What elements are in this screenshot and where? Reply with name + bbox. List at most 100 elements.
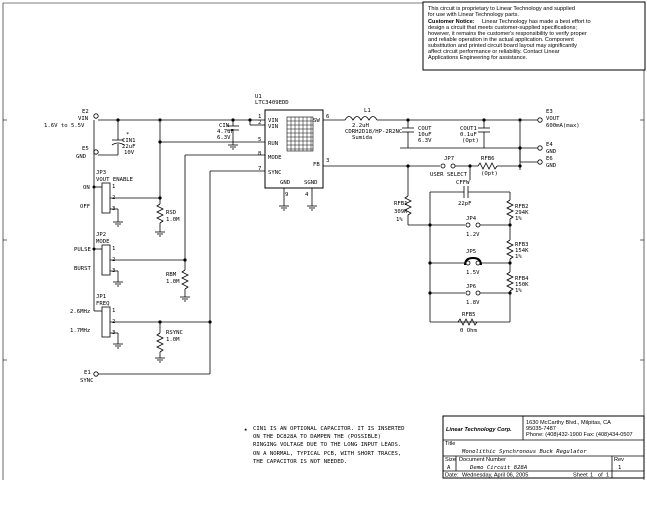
ic-u1: U1 LTC3409EDD VIN VIN RUN MODE SYNC SW F…	[255, 94, 329, 211]
company-addr-3: Phone: (408)432-1900 Fax: (408)434-0507	[526, 432, 633, 438]
rfb1-tol: 1%	[396, 217, 403, 223]
jp4-ref: JP4	[466, 216, 477, 222]
rfb5-ref: RFB5	[462, 312, 475, 318]
rfb4-tol: 1%	[515, 288, 522, 294]
jp2-title: MODE	[96, 239, 110, 245]
ic-ref: U1	[255, 94, 262, 100]
pin-num-9: 9	[285, 192, 288, 198]
sheet-label: Sheet	[573, 473, 588, 479]
pin-sync: SYNC	[268, 170, 281, 176]
cout1-capacitor: COUT1 0.1uF (Opt)	[460, 120, 490, 148]
rev-label: Rev	[614, 457, 624, 463]
rfb3-tol: 1%	[515, 254, 522, 260]
cin-value: 4.7uF	[217, 129, 234, 135]
cffw-ref: CFFW	[456, 180, 470, 186]
l1-part: CDRH2D18/HP-2R2NC	[345, 129, 402, 135]
output-port: E3 VOUT 600mA(max) E4 GND E6 GND	[537, 109, 580, 169]
cin1-capacitor: * CIN1 22uF 10V	[111, 120, 136, 156]
doc-label: Document Number	[459, 457, 506, 463]
notice-line-3: Linear Technology has made a best effort…	[482, 19, 591, 25]
cin1-value: 22uF	[122, 144, 136, 150]
date-value: Wednesday, April 06, 2005	[462, 473, 528, 479]
label-e4: E4	[546, 142, 553, 148]
notice-line-8: affect circuit performance or reliabilit…	[428, 49, 560, 55]
label-vout: VOUT	[546, 116, 560, 122]
pin-vin-a: VIN	[268, 118, 278, 124]
rbm-resistor: RBM 1.0M	[166, 269, 189, 290]
cin1-star: *	[126, 132, 129, 138]
company-name: Linear Technology Corp.	[446, 427, 512, 433]
doc-number: Demo Circuit 828A	[469, 465, 527, 471]
rsync-ref: RSYNC	[166, 330, 183, 336]
rfb6-ref: RFB6	[481, 156, 494, 162]
rsync-resistor: RSYNC 1.0M	[156, 330, 183, 353]
jp2-opt2: BURST	[74, 266, 91, 272]
l1-value: 2.2uH	[352, 123, 369, 129]
rfb2-ref: RFB2	[515, 204, 528, 210]
jp5-jumper: JP5 1.5V	[430, 249, 510, 276]
jp3-title: VOUT ENABLE	[96, 177, 134, 183]
sheet-value: 1	[590, 473, 593, 479]
jp6-value: 1.8V	[466, 300, 480, 306]
notice-line-2: for use with Linear Technology parts.	[428, 12, 519, 18]
note-line-1: CIN1 IS AN OPTIONAL CAPACITOR. IT IS INS…	[253, 426, 405, 432]
pin-vin-b: VIN	[268, 124, 278, 130]
jp1-opt2: 1.7MHz	[70, 328, 90, 334]
jp4-value: 1.2V	[466, 232, 480, 238]
rfb4-ref: RFB4	[515, 276, 529, 282]
jp2-jumper: JP2 MODE 1 2 3 PULSE BURST	[74, 187, 185, 287]
rfb4-resistor: RFB4 150K 1%	[506, 271, 529, 294]
label-e6: E6	[546, 156, 553, 162]
jp3-opt2: OFF	[80, 204, 91, 210]
jp3-opt1: ON	[83, 185, 90, 191]
rfb4-value: 150K	[515, 282, 529, 288]
label-e5: E5	[82, 146, 89, 152]
label-sync: SYNC	[80, 378, 93, 384]
rsd-value: 1.0M	[166, 217, 180, 223]
rfb6-value: (Opt)	[481, 171, 498, 177]
label-gnd-e6: GND	[546, 163, 557, 169]
jp6-jumper: JP6 1.8V	[430, 284, 510, 306]
cout1-ref: COUT1	[460, 126, 477, 132]
pin-run: RUN	[268, 141, 278, 147]
jp6-ref: JP6	[466, 284, 476, 290]
cout1-value: 0.1uF	[460, 132, 477, 138]
label-e1: E1	[84, 370, 91, 376]
notice-line-4: design a circuit that meets customer-sup…	[428, 25, 577, 31]
date-label: Date:	[445, 473, 459, 479]
notice-line-9: Applications Engineering for assistance.	[428, 55, 528, 61]
rev-value: 1	[618, 465, 621, 471]
note-line-4: ON A NORMAL, TYPICAL PCB, WITH SHORT TRA…	[253, 451, 401, 457]
jp2-opt1: PULSE	[74, 247, 91, 253]
note-line-5: THE CAPACITOR IS NOT NEEDED.	[253, 459, 347, 465]
rfb1-resistor: RFB1 309K 1%	[394, 195, 412, 223]
pin-num-4: 4	[305, 192, 309, 198]
l1-maker: Sumida	[352, 135, 372, 141]
l1-ref: L1	[364, 108, 371, 114]
label-e2: E2	[82, 109, 89, 115]
jp5-value: 1.5V	[466, 270, 480, 276]
drawing-title: Monolithic Synchronous Buck Regulator	[461, 449, 587, 455]
rbm-ref: RBM	[166, 272, 177, 278]
note-star: ★	[244, 427, 248, 433]
of-value: 1	[606, 473, 609, 479]
label-gnd-in: GND	[76, 154, 87, 160]
cout-capacitor: COUT 10uF 6.3V	[402, 120, 432, 148]
cffw-capacitor: CFFW 22pF	[430, 180, 510, 207]
notice-line-7: substitution and printed circuit board l…	[428, 43, 577, 49]
cout1-option: (Opt)	[462, 138, 479, 144]
jp1-opt1: 2.6MHz	[70, 309, 90, 315]
cin-ref: CIN	[219, 123, 229, 129]
jp7-jumper: JP7 USER SELECT	[430, 156, 468, 178]
jp1-pin1: 1	[112, 308, 115, 314]
rfb2-resistor: RFB2 294K 1%	[506, 199, 529, 222]
jp3-jumper: JP3 VOUT ENABLE 1 2 3 ON OFF	[80, 120, 160, 227]
rfb5-value: 0 Ohm	[460, 328, 477, 334]
cin1-note: ★ CIN1 IS AN OPTIONAL CAPACITOR. IT IS I…	[244, 426, 405, 465]
of-label: of	[598, 473, 603, 479]
inductor-l1: L1 2.2uH CDRH2D18/HP-2R2NC Sumida	[344, 108, 402, 141]
pin-num-3: 3	[326, 158, 329, 164]
jp1-jumper: JP1 FREQ 1 2 3 2.6MHz 1.7MHz	[70, 249, 210, 349]
jp7-title: USER SELECT	[430, 172, 468, 178]
